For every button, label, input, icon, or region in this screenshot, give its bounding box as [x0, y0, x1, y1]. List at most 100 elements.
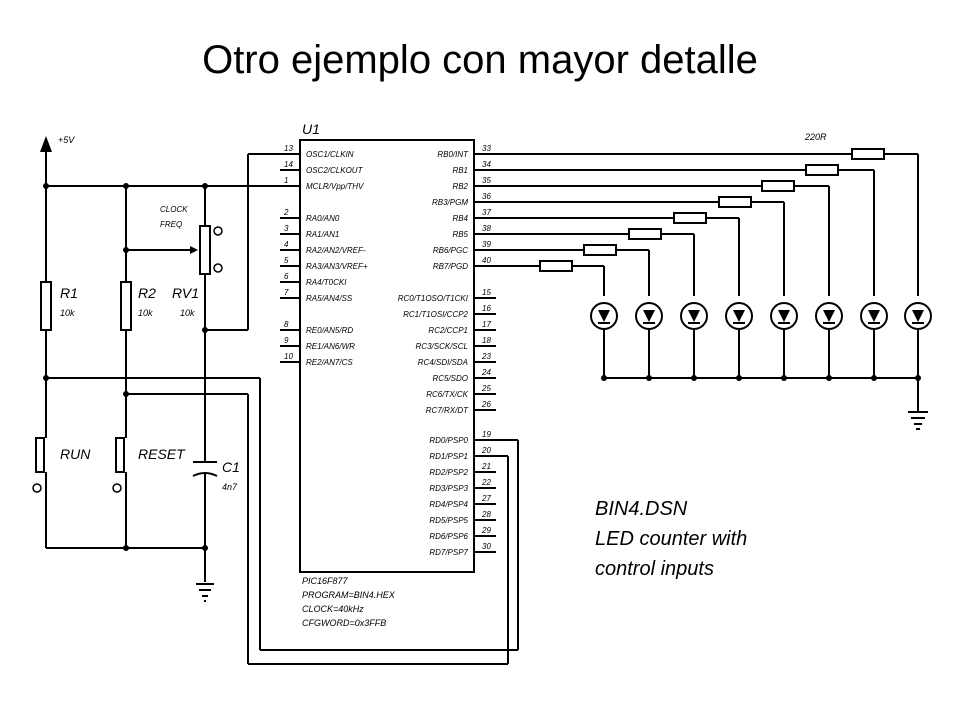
- pin-number: 26: [481, 400, 491, 409]
- freq-label: FREQ: [160, 220, 182, 229]
- led-icon: [680, 302, 708, 378]
- reset-label: RESET: [138, 446, 186, 462]
- pin-number: 8: [284, 320, 289, 329]
- pin-number: 37: [482, 208, 491, 217]
- c1-ref: C1: [222, 459, 240, 475]
- led-resistor: [628, 228, 662, 240]
- run-label: RUN: [60, 446, 91, 462]
- pin-name: RE2/AN7/CS: [306, 358, 353, 367]
- resistor-array-value: 220R: [804, 132, 827, 142]
- ground-icon: [196, 583, 214, 602]
- pin-name: RD2/PSP2: [429, 468, 468, 477]
- pin-name: RC2/CCP1: [428, 326, 468, 335]
- slide-title: Otro ejemplo con mayor detalle: [202, 38, 758, 82]
- led-icon: [635, 302, 663, 378]
- pin-name: RD7/PSP7: [429, 548, 468, 557]
- pin-name: RA3/AN3/VREF+: [306, 262, 368, 271]
- supply-label: +5V: [58, 135, 75, 145]
- supply-arrow-icon: [40, 136, 52, 186]
- led-resistor: [539, 260, 573, 272]
- pin-name: RB0/INT: [437, 150, 469, 159]
- pin-number: 22: [481, 478, 491, 487]
- pin-number: 29: [481, 526, 491, 535]
- led-icon: [860, 302, 888, 378]
- pin-number: 39: [482, 240, 491, 249]
- chip-right-pins: 33RB0/INT34RB135RB236RB3/PGM37RB438RB539…: [398, 144, 496, 557]
- pin-name: RD0/PSP0: [429, 436, 468, 445]
- pin-number: 15: [482, 288, 491, 297]
- pin-name: RA0/AN0: [306, 214, 340, 223]
- r1-ref: R1: [60, 285, 78, 301]
- pin-number: 36: [482, 192, 491, 201]
- pin-name: RD4/PSP4: [429, 500, 468, 509]
- chip-clock: CLOCK=40kHz: [302, 604, 364, 614]
- pin-number: 6: [284, 272, 289, 281]
- led-resistor: [583, 244, 617, 256]
- pot-terminal-icon: [213, 263, 223, 273]
- pin-name: RC0/T1OSO/T1CKI: [398, 294, 469, 303]
- pin-number: 4: [284, 240, 289, 249]
- pin-name: RC4/SDI/SDA: [418, 358, 468, 367]
- led-resistor: [761, 180, 795, 192]
- r2-value: 10k: [138, 308, 153, 318]
- note-line-3: control inputs: [595, 558, 714, 580]
- pin-number: 16: [482, 304, 491, 313]
- pin-name: OSC2/CLKOUT: [306, 166, 364, 175]
- chip-program: PROGRAM=BIN4.HEX: [302, 590, 396, 600]
- pin-number: 24: [481, 368, 491, 377]
- led-array: [496, 148, 932, 381]
- pin-name: RB7/PGD: [433, 262, 468, 271]
- led-icon: [904, 302, 932, 378]
- pin-name: RD5/PSP5: [429, 516, 468, 525]
- chip-cfgword: CFGWORD=0x3FFB: [302, 618, 386, 628]
- led-icon: [815, 302, 843, 378]
- pin-name: RB3/PGM: [432, 198, 468, 207]
- pin-number: 3: [284, 224, 289, 233]
- led-resistor: [851, 148, 885, 160]
- pin-name: RC3/SCK/SCL: [416, 342, 468, 351]
- led-icon: [770, 302, 798, 378]
- led-icon: [725, 302, 753, 378]
- pin-number: 17: [482, 320, 491, 329]
- pin-name: RB4: [452, 214, 468, 223]
- pin-number: 28: [481, 510, 491, 519]
- pin-name: RC1/T1OSI/CCP2: [403, 310, 468, 319]
- led-icon: [590, 302, 618, 378]
- pin-name: RB1: [452, 166, 468, 175]
- pin-number: 18: [482, 336, 491, 345]
- pin-name: OSC1/CLKIN: [306, 150, 354, 159]
- pin-number: 27: [481, 494, 491, 503]
- pin-number: 30: [482, 542, 491, 551]
- rv1-value: 10k: [180, 308, 195, 318]
- pin-number: 9: [284, 336, 289, 345]
- pin-name: RD1/PSP1: [429, 452, 468, 461]
- led-resistor: [805, 164, 839, 176]
- c1-value: 4n7: [222, 482, 238, 492]
- chip-ref: U1: [302, 121, 320, 137]
- resistor-r1: [40, 281, 52, 331]
- pin-number: 7: [284, 288, 289, 297]
- chip-part: PIC16F877: [302, 576, 349, 586]
- note-line-1: BIN4.DSN: [595, 498, 688, 520]
- rv1-ref: RV1: [172, 285, 199, 301]
- pin-number: 13: [284, 144, 293, 153]
- pin-number: 40: [482, 256, 491, 265]
- pin-number: 21: [481, 462, 491, 471]
- pin-number: 2: [283, 208, 289, 217]
- note-line-2: LED counter with: [595, 528, 747, 550]
- clock-label: CLOCK: [160, 205, 188, 214]
- pin-name: RD6/PSP6: [429, 532, 468, 541]
- pin-name: RD3/PSP3: [429, 484, 468, 493]
- pin-name: RB6/PGC: [433, 246, 468, 255]
- pin-number: 25: [481, 384, 491, 393]
- run-switch-icon: [32, 430, 47, 493]
- led-resistor: [718, 196, 752, 208]
- pin-name: RC6/TX/CK: [426, 390, 468, 399]
- pin-name: RC7/RX/DT: [426, 406, 469, 415]
- pin-name: RC5/SDO: [432, 374, 468, 383]
- potentiometer-rv1: [199, 225, 211, 275]
- pin-number: 19: [482, 430, 491, 439]
- pin-number: 33: [482, 144, 491, 153]
- pin-number: 38: [482, 224, 491, 233]
